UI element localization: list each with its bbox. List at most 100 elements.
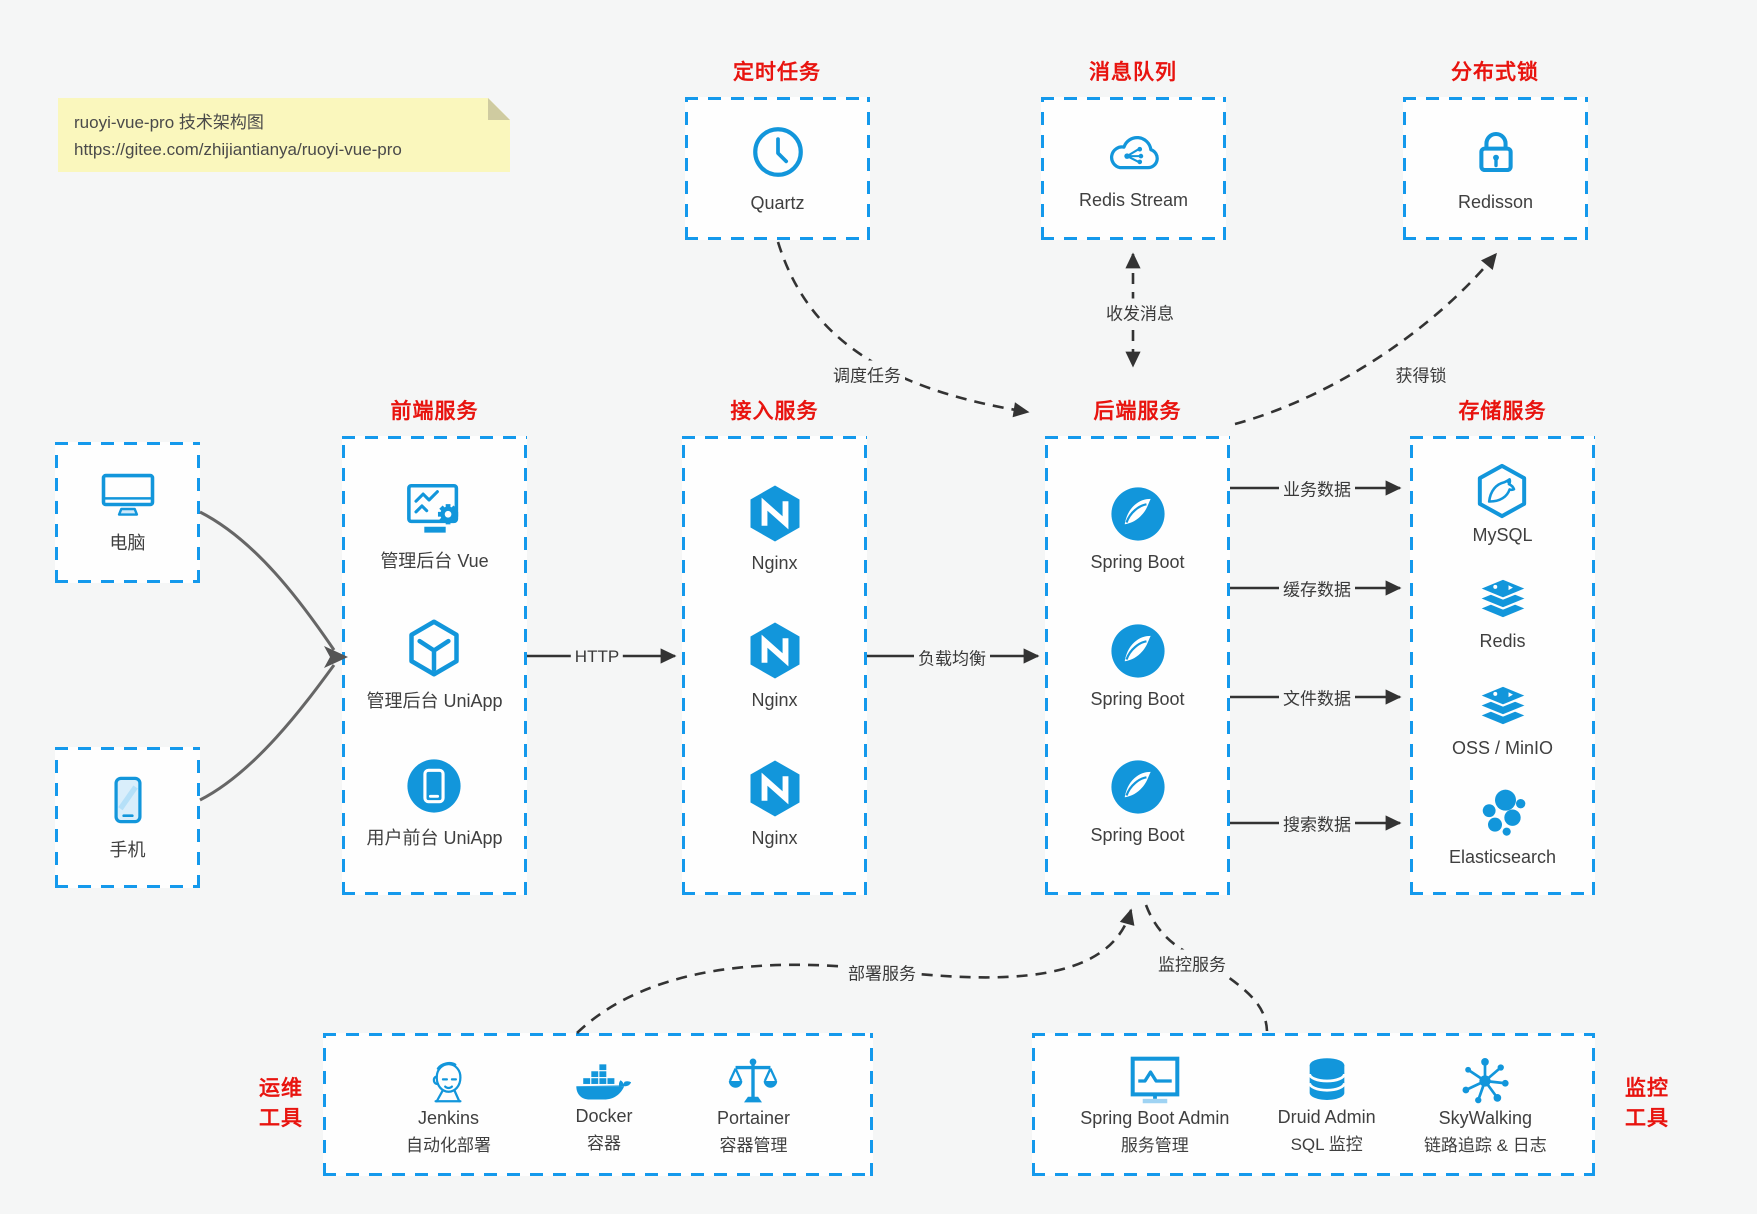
edge-label-schedule: 调度任务: [829, 360, 905, 388]
group-box-storage: MySQL Redis: [1410, 436, 1595, 895]
admin-vue-icon: [406, 483, 458, 533]
title-monitoring-tools: 监控 工具: [1612, 1074, 1682, 1134]
title-ops-tools: 运维 工具: [248, 1074, 314, 1134]
node-sublabel: 服务管理: [1120, 1135, 1189, 1155]
oss-icon: [1477, 684, 1528, 727]
title-monitoring-line2: 工具: [1625, 1107, 1669, 1130]
column-title-storage: 存储服务: [1458, 400, 1547, 423]
box-client-pc: 电脑: [55, 442, 200, 583]
edge-label-lock: 获得锁: [1391, 360, 1451, 388]
edge-label-file-data: 文件数据: [1279, 683, 1355, 711]
phone-icon: [113, 776, 142, 823]
node-sublabel: 链路追踪 & 日志: [1423, 1135, 1547, 1155]
node-label: 管理后台 UniApp: [366, 690, 503, 711]
node-admin-vue: 管理后台 Vue: [380, 481, 489, 573]
edge-label-business-data: 业务数据: [1279, 474, 1355, 502]
desktop-icon: [101, 473, 154, 516]
node-label: Jenkins: [417, 1107, 479, 1128]
edge-label-http: HTTP: [570, 646, 624, 668]
edge-phone-to-frontend: [199, 664, 336, 802]
group-box-backend: Spring Boot Spring Boot Spring Boot: [1045, 436, 1230, 895]
elasticsearch-icon: [1483, 790, 1526, 837]
druid-icon: [1307, 1057, 1346, 1100]
title-distributed-lock: 分布式锁: [1451, 61, 1539, 84]
group-box-monitoring: Spring Boot Admin 服务管理 Druid Admin SQL 监…: [1032, 1033, 1595, 1176]
node-user-uniapp: 用户前台 UniApp: [366, 757, 503, 850]
node-label: Spring Boot Admin: [1080, 1107, 1230, 1128]
clock-icon: [752, 126, 803, 177]
node-druid-admin: Druid Admin SQL 监控: [1278, 1055, 1376, 1155]
node-label: OSS / MinIO: [1451, 737, 1554, 758]
skywalking-icon: [1462, 1057, 1509, 1103]
node-sublabel: SQL 监控: [1290, 1134, 1363, 1154]
node-portainer: Portainer 容器管理: [717, 1054, 790, 1156]
title-ops-line2: 工具: [259, 1107, 303, 1130]
sticky-note: ruoyi-vue-pro 技术架构图 https://gitee.com/zh…: [58, 98, 510, 172]
node-admin-uniapp: 管理后台 UniApp: [366, 618, 503, 713]
node-label: SkyWalking: [1438, 1107, 1533, 1128]
edge-label-load-balance: 负载均衡: [914, 643, 990, 671]
mysql-icon: [1478, 463, 1527, 518]
docker-icon: [576, 1064, 632, 1100]
node-label: Nginx: [751, 552, 798, 573]
group-box-ops: Jenkins 自动化部署 Docker 容器: [323, 1033, 873, 1176]
redis-icon: [1477, 577, 1528, 620]
title-ops-line1: 运维: [259, 1077, 303, 1100]
node-sublabel: 容器管理: [719, 1135, 788, 1155]
node-label: Nginx: [751, 690, 798, 710]
column-title-frontend: 前端服务: [390, 400, 479, 423]
node-sublabel: 容器: [586, 1134, 621, 1153]
spring-icon: [1110, 487, 1165, 541]
box-redis-stream: Redis Stream: [1041, 97, 1226, 240]
node-label: Spring Boot: [1090, 825, 1185, 846]
group-box-gateway: Nginx Nginx Nginx: [682, 436, 867, 895]
edge-label-messaging: 收发消息: [1102, 298, 1178, 326]
nginx-icon: [750, 485, 799, 541]
node-springboot-3: Spring Boot: [1090, 758, 1185, 846]
node-label: Redis: [1479, 631, 1526, 652]
title-monitoring-line1: 监控: [1625, 1077, 1669, 1100]
node-nginx-2: Nginx: [747, 620, 803, 711]
user-app-icon: [407, 759, 462, 813]
node-docker: Docker 容器: [574, 1055, 634, 1154]
box-redisson: Redisson: [1403, 97, 1588, 240]
node-nginx-1: Nginx: [747, 483, 803, 574]
edge-pc-to-frontend: [199, 510, 336, 651]
box-client-phone: 手机: [55, 747, 200, 888]
box-quartz: Quartz: [685, 97, 870, 240]
nginx-icon: [750, 622, 799, 679]
node-label-quartz: Quartz: [750, 192, 805, 213]
portainer-icon: [729, 1058, 778, 1102]
node-springboot-1: Spring Boot: [1090, 485, 1185, 573]
node-elasticsearch: Elasticsearch: [1449, 785, 1556, 868]
column-title-backend: 后端服务: [1093, 400, 1182, 423]
node-label-phone: 手机: [109, 839, 146, 860]
node-label: Druid Admin: [1277, 1106, 1376, 1127]
node-skywalking: SkyWalking 链路追踪 & 日志: [1424, 1054, 1547, 1156]
node-label: MySQL: [1472, 524, 1533, 545]
group-box-frontend: 管理后台 Vue 管理后台 UniApp 用户前台 UniApp: [342, 436, 527, 895]
node-label: Elasticsearch: [1448, 847, 1557, 868]
edge-label-search-data: 搜索数据: [1279, 809, 1355, 837]
node-oss-minio: OSS / MinIO: [1452, 679, 1553, 759]
node-nginx-3: Nginx: [747, 758, 803, 849]
node-label-pc: 电脑: [109, 533, 146, 553]
lock-icon: [1478, 131, 1513, 172]
node-label: Nginx: [751, 827, 798, 848]
node-label-redis-stream: Redis Stream: [1078, 190, 1189, 210]
spring-icon: [1110, 623, 1165, 678]
title-scheduled-tasks: 定时任务: [733, 61, 821, 84]
cube-icon: [409, 619, 460, 676]
note-line-1: ruoyi-vue-pro 技术架构图: [74, 113, 264, 132]
column-title-gateway: 接入服务: [730, 400, 819, 423]
node-label: Spring Boot: [1090, 551, 1185, 572]
edge-label-cache-data: 缓存数据: [1279, 574, 1355, 602]
node-label: Portainer: [716, 1107, 790, 1128]
title-message-queue: 消息队列: [1089, 61, 1177, 84]
note-line-2: https://gitee.com/zhijiantianya/ruoyi-vu…: [74, 140, 402, 159]
node-label: 管理后台 Vue: [380, 550, 489, 571]
node-redis: Redis: [1474, 572, 1532, 652]
edge-label-deploy: 部署服务: [844, 958, 920, 986]
node-label: Spring Boot: [1090, 688, 1185, 709]
